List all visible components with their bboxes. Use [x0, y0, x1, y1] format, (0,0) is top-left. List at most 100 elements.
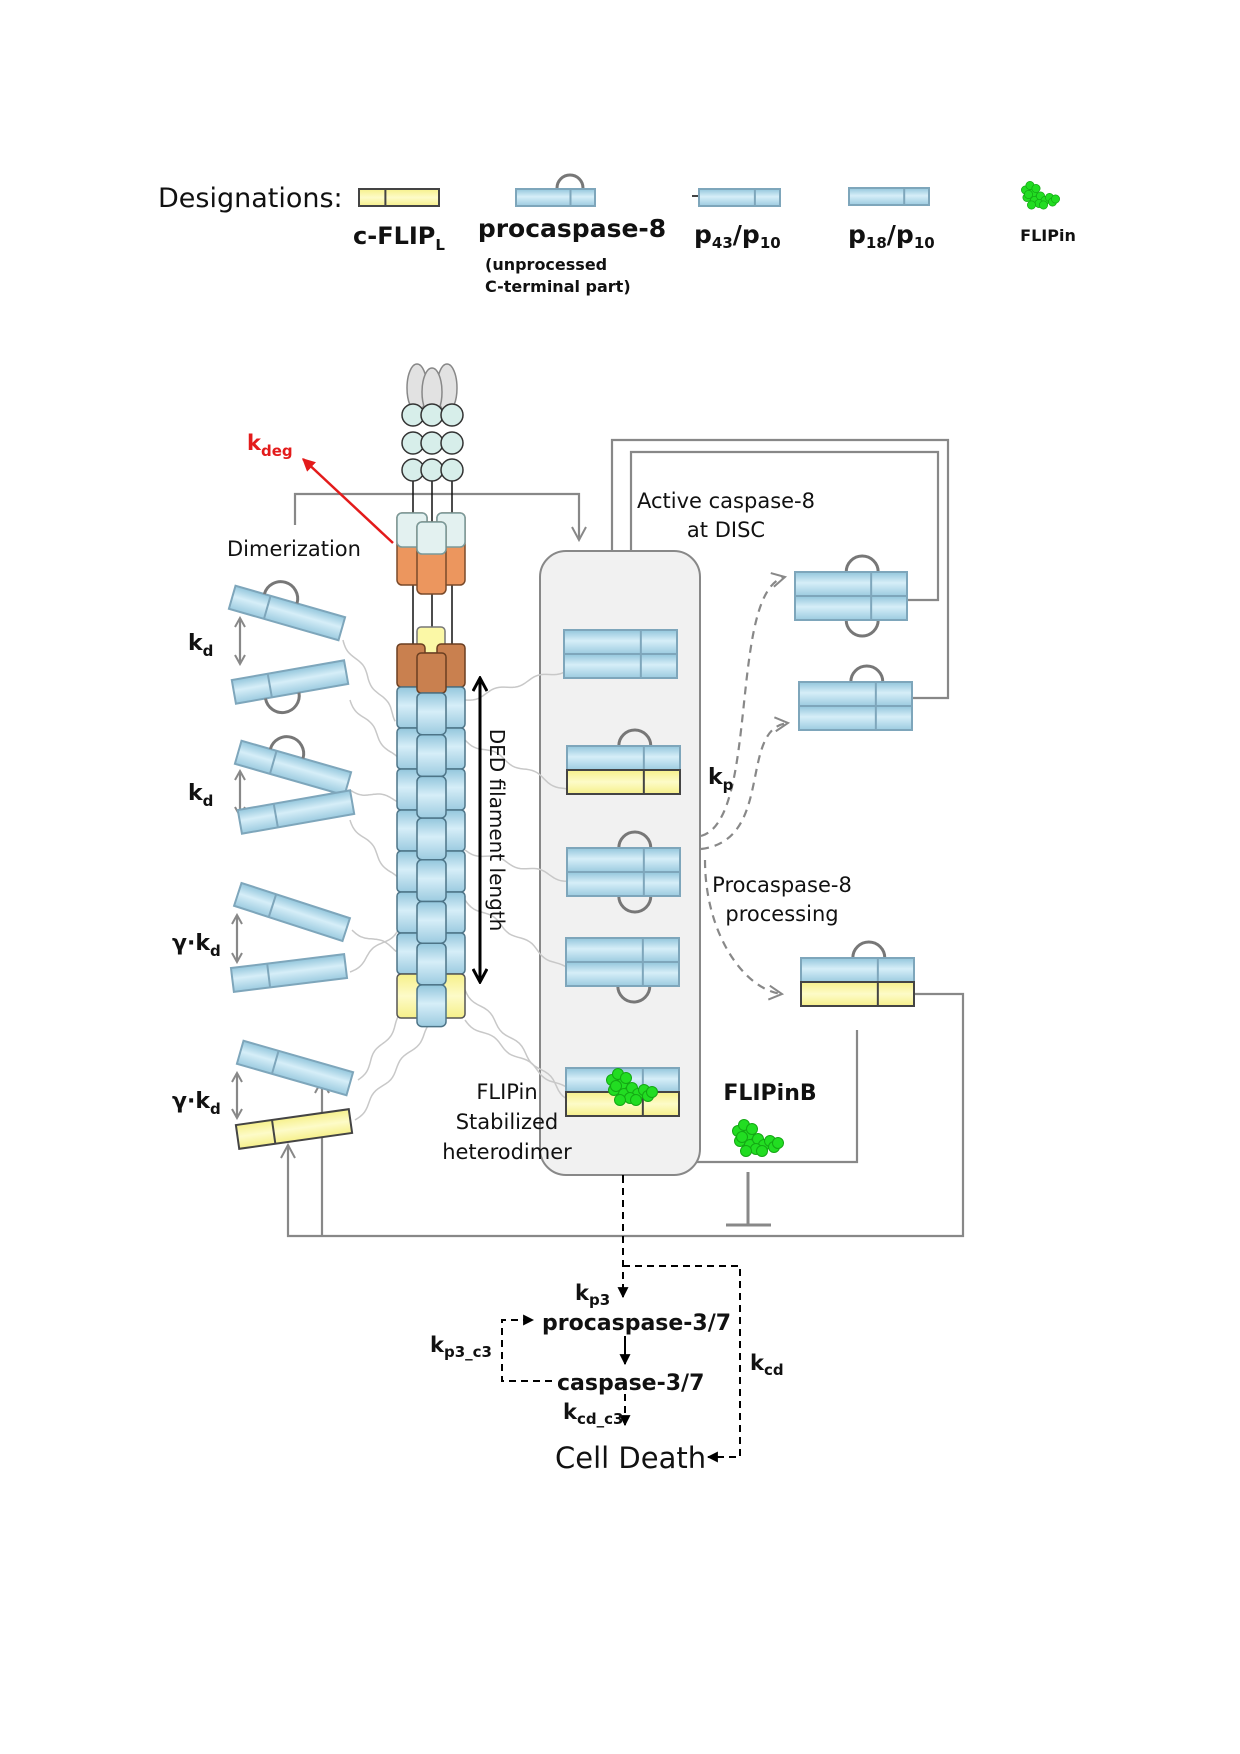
cell-death-label: Cell Death — [555, 1441, 706, 1475]
p43p10-monomer-bar-domain-divider — [272, 803, 279, 828]
legend-cflip-icon — [358, 188, 440, 207]
flipin-atom — [1024, 190, 1033, 199]
p43p10-monomer-bar — [236, 789, 356, 835]
legend-shapes — [358, 173, 930, 207]
p43p10-homodimer-bottom-body — [565, 961, 680, 987]
released-p43p10-dimer — [798, 664, 913, 731]
caspase8-homodimer-active — [563, 629, 678, 679]
procaspase8-ded — [416, 984, 447, 1028]
flipinb-label: FLIPinB — [723, 1081, 816, 1106]
heterodimer-feedback-line — [288, 992, 965, 1238]
p43p10-monomer — [236, 789, 356, 835]
p43p10-monomer-bar-domain-divider — [266, 963, 272, 988]
procaspase8-cflip-heterodimer-bottom — [566, 769, 681, 795]
degradation-arrow — [302, 458, 394, 544]
c-terminal-loop — [616, 985, 652, 1004]
inhibition-bar-icon — [726, 1172, 771, 1227]
p43p10-monomer — [235, 1039, 355, 1097]
cflip-monomer-bar — [234, 1108, 354, 1150]
gamma-kd-label-2: γ·kd — [172, 1089, 221, 1118]
legend-flipin-icon — [1021, 181, 1060, 210]
legend-p43p10-icon — [698, 188, 781, 207]
active-caspase8-label: at DISC — [687, 518, 765, 542]
legend: Designations: c-FLIPL procaspase-8 (unpr… — [158, 183, 1076, 296]
c-terminal-loop — [264, 692, 301, 715]
released-procaspase8-dimer — [794, 554, 908, 638]
kcd-arrow — [623, 1265, 741, 1463]
flipin-atom — [740, 1145, 752, 1157]
flipin-atom — [646, 1086, 658, 1098]
legend-procaspase8-icon — [515, 188, 596, 207]
flipin-heterodimer-label: FLIPin — [476, 1080, 537, 1104]
flipin-atom — [772, 1137, 784, 1149]
procaspase8-monomer — [227, 580, 347, 642]
linker-tether — [349, 819, 400, 880]
flipin-atom — [620, 1072, 632, 1084]
caspase8-homodimer-active-top-body — [563, 629, 678, 655]
feedback-arrow-inner — [631, 450, 940, 627]
p43p10-monomer — [229, 953, 349, 993]
procaspase8-ded — [416, 817, 447, 861]
caspase8-homodimer-active-bottom-body — [563, 653, 678, 679]
kp3-c3-label: kp3_c3 — [430, 1333, 492, 1361]
p43p10-monomer-bar-domain-divider — [271, 1050, 280, 1075]
legend-p18p10-label: p18/p10 — [848, 220, 935, 252]
procaspase8-ded — [416, 859, 447, 903]
flipin-atom — [736, 1131, 748, 1143]
flipin-atom — [630, 1094, 642, 1106]
processing-arrows — [700, 577, 788, 994]
flipin-heterodimer-label: Stabilized — [456, 1110, 559, 1134]
receptor-domain-circle — [440, 458, 464, 482]
flipin-atom — [610, 1080, 622, 1092]
c-terminal-loop — [617, 728, 653, 747]
p43p10-monomer — [232, 881, 352, 943]
p43p10-monomer-bar — [229, 953, 349, 993]
caspase-cascade: kp3 procaspase-3/7 kp3_c3 caspase-3/7 kc… — [430, 1176, 784, 1475]
processing-label: Procaspase-8 — [712, 873, 852, 897]
p43p10-monomer-bar-body — [235, 1039, 355, 1097]
flipin-atom — [1031, 184, 1041, 193]
procaspase8-homodimer-bottom-body — [566, 871, 681, 897]
kp3-label: kp3 — [575, 1281, 610, 1309]
procaspase8-monomer-bar-domain-divider — [263, 595, 272, 620]
ded-filament — [396, 626, 466, 1028]
procaspase37-label: procaspase-3/7 — [542, 1311, 731, 1336]
flipin-atom — [756, 1145, 768, 1157]
ded-length-label: DED filament length — [485, 729, 509, 932]
legend-procaspase8-note: (unprocessed — [485, 255, 607, 274]
cflip-monomer-bar-body — [234, 1108, 354, 1150]
linker-tether — [354, 1025, 429, 1121]
released-p43p10-dimer-top — [798, 681, 913, 707]
procaspase8-cflip-heterodimer-top — [566, 745, 681, 771]
legend-title: Designations: — [158, 183, 343, 214]
released-heterodimer-bottom-body — [800, 981, 915, 1007]
released-heterodimer-top — [800, 957, 915, 983]
death-receptor — [401, 363, 464, 700]
receptor-domain-circle — [440, 403, 464, 427]
receptor-domain-circle — [420, 458, 444, 482]
legend-p18p10-icon-body — [848, 187, 930, 206]
p43p10-homodimer-top — [565, 937, 680, 963]
gamma-kd-label-1: γ·kd — [172, 931, 221, 960]
released-heterodimer-bottom — [800, 981, 915, 1007]
c-terminal-loop — [268, 735, 306, 759]
p43p10-monomer-bar-body — [232, 881, 352, 943]
released-p43p10-dimer-bottom-body — [798, 705, 913, 731]
legend-procaspase8-loop-icon — [555, 173, 585, 189]
kcd-label: kcd — [750, 1351, 784, 1379]
legend-cflip-label: c-FLIPL — [353, 222, 445, 254]
legend-p18p10-icon — [848, 187, 930, 206]
procaspase8-monomer-bar — [230, 659, 350, 705]
c-terminal-loop — [262, 580, 300, 604]
linker-tether — [464, 1019, 568, 1089]
procaspase8-homodimer — [566, 830, 681, 914]
caspase37-label: caspase-3/7 — [557, 1371, 704, 1396]
procaspase8-cflip-heterodimer — [566, 728, 681, 795]
p43p10-monomer-bar — [232, 881, 352, 943]
released-p43p10-dimer-bottom — [798, 705, 913, 731]
linker-tether — [349, 930, 399, 973]
procaspase8-monomer-bar-domain-divider — [266, 673, 273, 698]
receptor-domain-circle — [420, 431, 444, 455]
p43p10-monomer-bar-domain-divider — [267, 893, 278, 918]
flipin-atom — [1027, 200, 1036, 210]
